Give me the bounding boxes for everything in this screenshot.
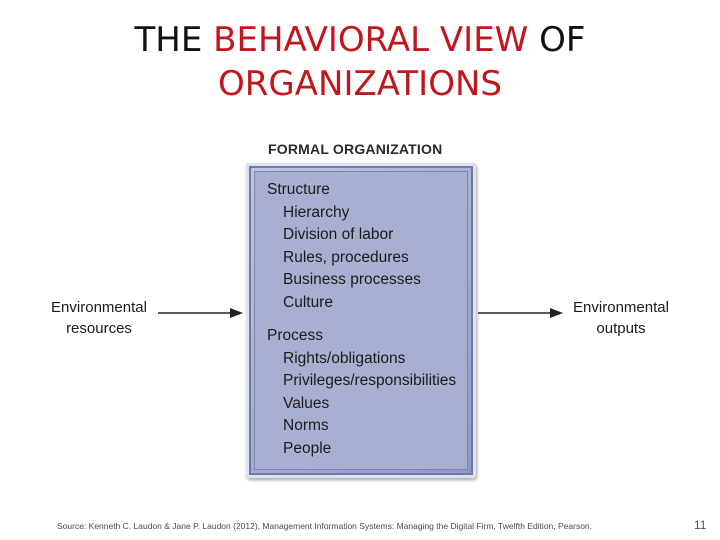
organization-elements-list: Structure Hierarchy Division of labor Ru…	[267, 179, 456, 460]
process-heading: Process	[267, 327, 323, 344]
title-accent-2: ORGANIZATIONS	[218, 64, 502, 104]
structure-item: Rules, procedures	[283, 248, 409, 266]
slide-title: THE BEHAVIORAL VIEW OF ORGANIZATIONS	[0, 18, 720, 106]
process-item: People	[283, 439, 332, 457]
formal-organization-label: FORMAL ORGANIZATION	[268, 141, 443, 157]
page-number: 11	[694, 518, 707, 532]
input-arrow	[158, 308, 243, 318]
title-text-1: THE	[134, 20, 214, 60]
input-label-line-1: Environmental	[51, 299, 147, 316]
structure-item: Division of labor	[283, 226, 394, 243]
structure-item: Business processes	[283, 271, 421, 288]
structure-item: Culture	[283, 293, 333, 311]
structure-item: Hierarchy	[283, 203, 350, 221]
process-item: Values	[283, 394, 330, 412]
process-item: Privileges/responsibilities	[283, 372, 457, 389]
environmental-resources-label: Environmental resources	[48, 297, 150, 339]
title-text-2: OF	[528, 20, 586, 60]
title-accent-1: BEHAVIORAL VIEW	[213, 20, 529, 60]
input-label-line-2: resources	[66, 320, 132, 337]
output-label-line-1: Environmental	[573, 299, 669, 316]
output-label-line-2: outputs	[596, 320, 646, 337]
source-citation: Source: Kenneth C. Laudon & Jane P. Laud…	[57, 521, 593, 531]
structure-heading: Structure	[267, 181, 330, 198]
process-item: Rights/obligations	[283, 349, 406, 367]
formal-organization-inner-panel	[254, 171, 468, 470]
environmental-outputs-label: Environmental outputs	[566, 297, 676, 339]
output-arrow	[478, 308, 563, 318]
process-item: Norms	[283, 417, 329, 434]
